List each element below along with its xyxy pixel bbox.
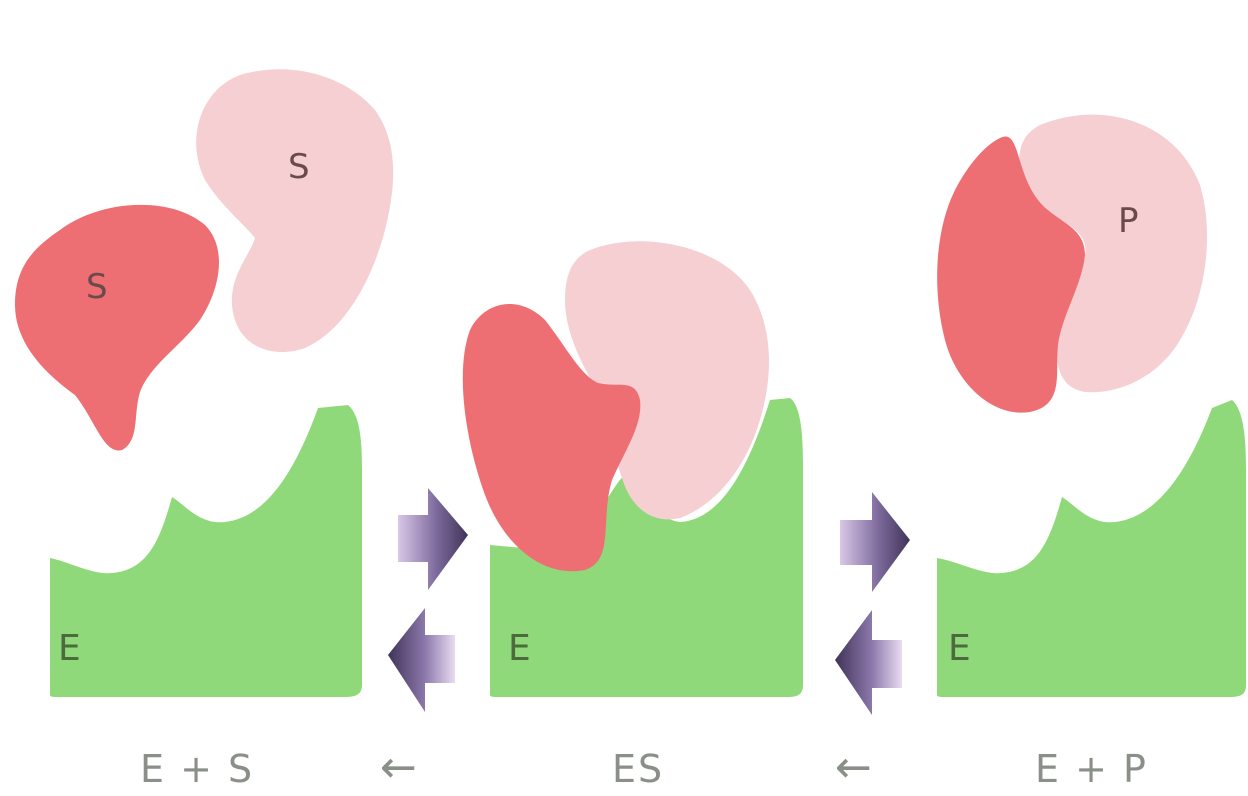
- caption-es: ES: [612, 747, 664, 791]
- caption-e-plus-p: E + P: [1035, 747, 1148, 791]
- forward-block-arrow: [840, 492, 910, 592]
- product-label: P: [1118, 201, 1139, 241]
- reverse-thin-arrow-1: ←: [380, 742, 417, 793]
- substrate-label-b: S: [288, 147, 310, 187]
- enzyme-shape: [937, 400, 1246, 697]
- enzyme-label: E: [948, 628, 971, 669]
- reverse-block-arrow: [835, 610, 902, 715]
- enzyme-shape: [50, 405, 362, 697]
- caption-e-plus-s: E + S: [140, 747, 254, 791]
- equilibrium-arrows-1: [388, 488, 468, 712]
- reverse-thin-arrow-2: ←: [835, 742, 872, 793]
- enzyme-label: E: [58, 628, 81, 669]
- panel-es-complex: E: [463, 241, 803, 697]
- reverse-block-arrow: [388, 608, 455, 712]
- equilibrium-arrows-2: [835, 492, 910, 715]
- substrate-light-shape: [196, 69, 393, 352]
- enzyme-label: E: [508, 628, 531, 669]
- substrate-label-a: S: [86, 267, 108, 307]
- substrate-dark-shape: [15, 205, 219, 451]
- panel-e-plus-p: P E: [937, 115, 1246, 697]
- panel-e-plus-s: S S E: [15, 69, 393, 697]
- forward-block-arrow: [398, 488, 468, 590]
